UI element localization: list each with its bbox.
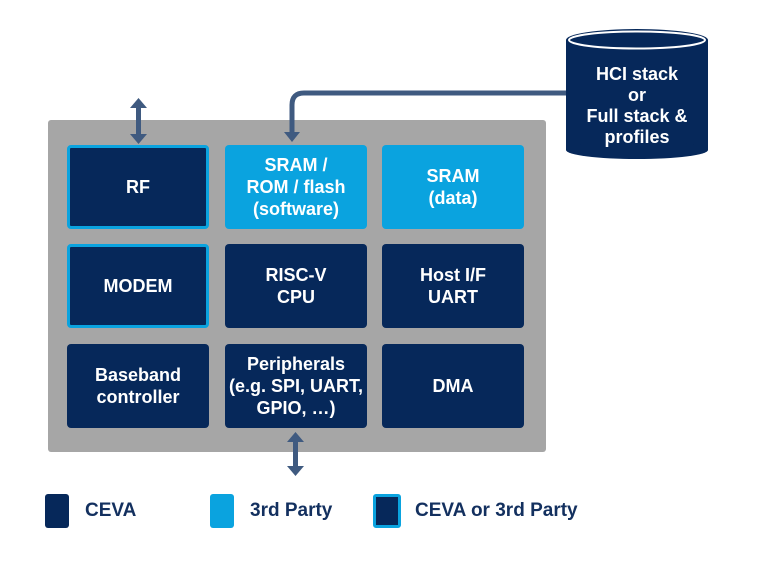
riscv-cpu-block: RISC-V CPU	[225, 244, 367, 328]
legend-label: CEVA or 3rd Party	[415, 500, 578, 521]
legend-ceva: CEVA	[45, 494, 136, 528]
peripherals-io-arrow	[287, 432, 304, 476]
dma-block: DMA	[382, 344, 524, 428]
sram-data-block: SRAM (data)	[382, 145, 524, 229]
peripherals-block: Peripherals (e.g. SPI, UART, GPIO, …)	[225, 344, 367, 428]
legend-third-party: 3rd Party	[210, 494, 332, 528]
baseband-controller-block: Baseband controller	[67, 344, 209, 428]
modem-block: MODEM	[67, 244, 209, 328]
legend-swatch-either	[373, 494, 401, 528]
legend-swatch-third-party	[210, 494, 234, 528]
legend-label: 3rd Party	[250, 500, 333, 521]
software-stack-label: HCI stack or Full stack & profiles	[586, 64, 688, 147]
host-if-uart-block: Host I/F UART	[382, 244, 524, 328]
rf-block: RF	[67, 145, 209, 229]
legend-label: CEVA	[85, 500, 137, 521]
sram-rom-flash-block: SRAM / ROM / flash (software)	[225, 145, 367, 229]
software-stack-cylinder	[566, 29, 708, 159]
rf-io-arrow	[130, 98, 147, 144]
legend-swatch-ceva	[45, 494, 69, 528]
stack-load-arrow	[284, 90, 570, 142]
legend-ceva-or-third-party: CEVA or 3rd Party	[373, 494, 578, 528]
